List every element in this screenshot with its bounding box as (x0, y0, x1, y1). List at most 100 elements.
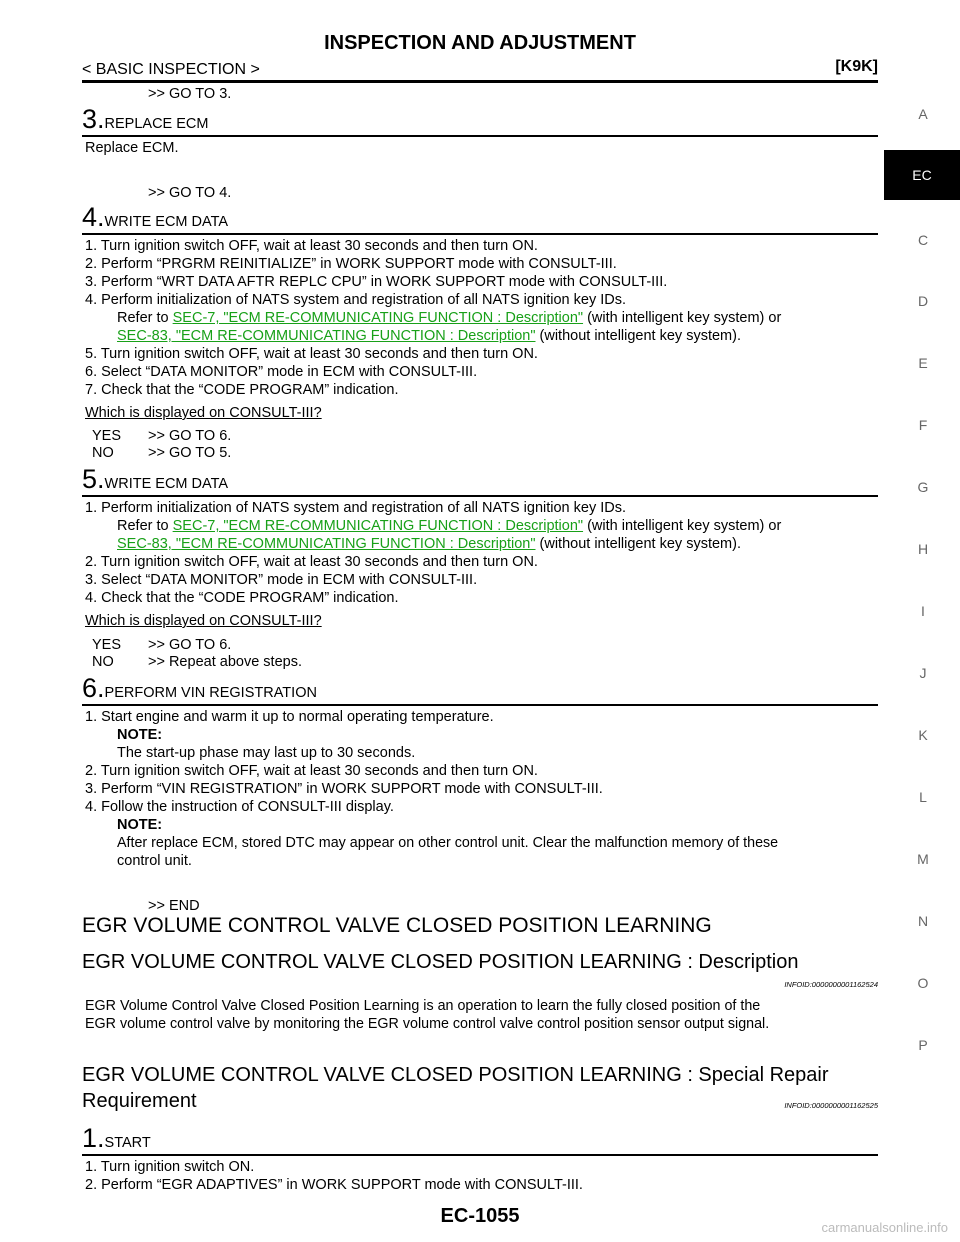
step-6-result: >> END (148, 898, 200, 914)
note-text: After replace ECM, stored DTC may appear… (117, 835, 779, 851)
list-item: 2. Turn ignition switch OFF, wait at lea… (85, 763, 538, 779)
list-item: 1. Perform initialization of NATS system… (85, 500, 627, 516)
no-label: NO (92, 445, 114, 461)
list-item: 7. Check that the “CODE PROGRAM” indicat… (85, 382, 399, 398)
step-number: 3. (82, 104, 105, 134)
step-1-heading: 1.START (82, 1125, 151, 1152)
egr-description-para: EGR Volume Control Valve Closed Position… (85, 998, 761, 1014)
step-number: 4. (82, 202, 105, 232)
sec-83-link[interactable]: SEC-83, "ECM RE-COMMUNICATING FUNCTION :… (117, 536, 536, 552)
refer-line: Refer to SEC-7, "ECM RE-COMMUNICATING FU… (117, 310, 781, 327)
no-label: NO (92, 654, 114, 670)
no-result: >> Repeat above steps. (148, 654, 302, 670)
refer-suffix: (without intelligent key system). (539, 536, 741, 552)
sidebar-tab-f[interactable]: F (918, 417, 928, 433)
step-3-result: >> GO TO 4. (148, 185, 232, 201)
sidebar-tab-c[interactable]: C (917, 232, 929, 248)
list-item: 4. Perform initialization of NATS system… (85, 292, 627, 308)
refer-suffix: (with intelligent key system) or (587, 518, 782, 534)
note-text: The start-up phase may last up to 30 sec… (117, 745, 416, 761)
sidebar-tab-n[interactable]: N (917, 913, 929, 929)
step-4-heading: 4.WRITE ECM DATA (82, 204, 228, 231)
sidebar-tab-a[interactable]: A (918, 106, 928, 122)
egr-requirement-heading: EGR VOLUME CONTROL VALVE CLOSED POSITION… (82, 1064, 829, 1086)
sidebar-tab-h[interactable]: H (917, 541, 929, 557)
goto-result: >> GO TO 3. (148, 86, 232, 102)
question: Which is displayed on CONSULT-III? (85, 405, 322, 421)
sidebar-tab-i[interactable]: I (921, 603, 925, 619)
header-rule (82, 80, 878, 83)
page-number: EC-1055 (440, 1205, 520, 1227)
step-5-heading: 5.WRITE ECM DATA (82, 466, 228, 493)
list-item: 3. Select “DATA MONITOR” mode in ECM wit… (85, 572, 478, 588)
step-rule (82, 135, 878, 137)
step-rule (82, 1154, 878, 1156)
list-item: 4. Check that the “CODE PROGRAM” indicat… (85, 590, 399, 606)
note-text: control unit. (117, 853, 192, 869)
list-item: 4. Follow the instruction of CONSULT-III… (85, 799, 394, 815)
refer-suffix: (without intelligent key system). (539, 328, 741, 344)
question: Which is displayed on CONSULT-III? (85, 613, 322, 629)
step-number: 6. (82, 673, 105, 703)
list-item: 2. Perform “EGR ADAPTIVES” in WORK SUPPO… (85, 1177, 583, 1193)
list-item: 1. Start engine and warm it up to normal… (85, 709, 494, 725)
page-title: INSPECTION AND ADJUSTMENT (324, 32, 636, 54)
sidebar-tab-o[interactable]: O (917, 975, 929, 991)
step-3-heading: 3.REPLACE ECM (82, 106, 208, 133)
yes-result: >> GO TO 6. (148, 428, 232, 444)
step-number: 1. (82, 1123, 105, 1153)
refer-suffix: (with intelligent key system) or (587, 310, 782, 326)
list-item: 3. Perform “VIN REGISTRATION” in WORK SU… (85, 781, 603, 797)
list-item: 1. Turn ignition switch ON. (85, 1159, 255, 1175)
yes-label: YES (92, 637, 122, 653)
sidebar-tab-e[interactable]: E (918, 355, 928, 371)
list-item: 3. Perform “WRT DATA AFTR REPLC CPU” in … (85, 274, 668, 290)
sidebar-tab-k[interactable]: K (918, 727, 928, 743)
step-title: REPLACE ECM (104, 116, 209, 132)
list-item: 5. Turn ignition switch OFF, wait at lea… (85, 346, 538, 362)
yes-result: >> GO TO 6. (148, 637, 232, 653)
no-result: >> GO TO 5. (148, 445, 232, 461)
section-label: < BASIC INSPECTION > (82, 61, 260, 78)
step-rule (82, 704, 878, 706)
sidebar-tab-p[interactable]: P (918, 1037, 928, 1053)
refer-line: Refer to SEC-7, "ECM RE-COMMUNICATING FU… (117, 518, 781, 535)
info-id: INFOID:0000000001162524 (784, 980, 878, 989)
sec-7-link[interactable]: SEC-7, "ECM RE-COMMUNICATING FUNCTION : … (172, 518, 584, 534)
step-3-body: Replace ECM. (85, 140, 179, 156)
step-title: WRITE ECM DATA (104, 214, 229, 230)
step-title: PERFORM VIN REGISTRATION (104, 685, 317, 701)
refer-line: SEC-83, "ECM RE-COMMUNICATING FUNCTION :… (117, 536, 741, 553)
list-item: 6. Select “DATA MONITOR” mode in ECM wit… (85, 364, 478, 380)
watermark: carmanualsonline.info (821, 1220, 948, 1235)
step-title: START (104, 1135, 151, 1151)
egr-description-heading: EGR VOLUME CONTROL VALVE CLOSED POSITION… (82, 951, 799, 973)
egr-description-para: EGR volume control valve by monitoring t… (85, 1016, 770, 1032)
note-label: NOTE: (117, 727, 163, 743)
sec-83-link[interactable]: SEC-83, "ECM RE-COMMUNICATING FUNCTION :… (117, 328, 536, 344)
list-item: 1. Turn ignition switch OFF, wait at lea… (85, 238, 538, 254)
step-6-heading: 6.PERFORM VIN REGISTRATION (82, 675, 317, 702)
sidebar-tab-d[interactable]: D (917, 293, 929, 309)
yes-label: YES (92, 428, 122, 444)
sidebar-tab-m[interactable]: M (917, 851, 929, 867)
egr-requirement-heading: Requirement (82, 1090, 197, 1112)
refer-line: SEC-83, "ECM RE-COMMUNICATING FUNCTION :… (117, 328, 741, 345)
step-rule (82, 495, 878, 497)
sidebar-tab-l[interactable]: L (919, 789, 927, 805)
step-number: 5. (82, 464, 105, 494)
step-rule (82, 233, 878, 235)
model-code: [K9K] (835, 58, 878, 75)
sidebar-tab-g[interactable]: G (917, 479, 929, 495)
refer-prefix: Refer to (117, 518, 169, 534)
list-item: 2. Perform “PRGRM REINITIALIZE” in WORK … (85, 256, 617, 272)
egr-heading: EGR VOLUME CONTROL VALVE CLOSED POSITION… (82, 914, 712, 937)
sec-7-link[interactable]: SEC-7, "ECM RE-COMMUNICATING FUNCTION : … (172, 310, 584, 326)
list-item: 2. Turn ignition switch OFF, wait at lea… (85, 554, 538, 570)
note-label: NOTE: (117, 817, 163, 833)
refer-prefix: Refer to (117, 310, 169, 326)
sidebar-tab-j[interactable]: J (919, 665, 927, 681)
info-id: INFOID:0000000001162525 (784, 1101, 878, 1110)
step-title: WRITE ECM DATA (104, 476, 229, 492)
sidebar-tab-ec[interactable]: EC (884, 150, 960, 200)
